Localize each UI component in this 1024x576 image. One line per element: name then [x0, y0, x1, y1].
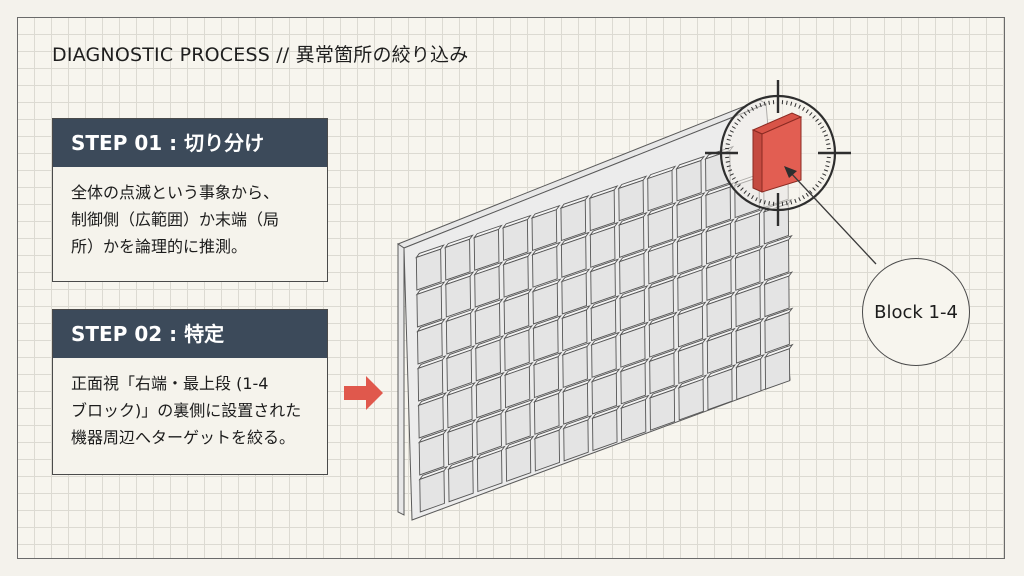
step-01-line: 全体の点滅という事象から、: [71, 183, 280, 202]
step-02-heading: STEP 02 : 特定: [53, 310, 327, 358]
step-01-line: 所）かを論理的に推測。: [71, 237, 248, 256]
page-title: DIAGNOSTIC PROCESS // 異常箇所の絞り込み: [52, 44, 469, 66]
step-01-line: 制御側（広範囲）か末端（局: [71, 210, 280, 229]
right-arrow-icon: [344, 376, 383, 410]
block-callout: Block 1-4: [862, 258, 970, 366]
step-01-heading: STEP 01 : 切り分け: [53, 119, 327, 167]
block-callout-label: Block 1-4: [874, 301, 958, 323]
step-01-description: 全体の点滅という事象から、 制御側（広範囲）か末端（局 所）かを論理的に推測。: [53, 167, 327, 260]
step-02-line: 正面視「右端・最上段 (1-4: [71, 374, 269, 393]
callout-leader-arrow: [784, 166, 877, 265]
step-02-card: STEP 02 : 特定 正面視「右端・最上段 (1-4 ブロック)」の裏側に設…: [52, 309, 328, 475]
crosshair-target-icon: [705, 80, 851, 226]
step-02-line: 機器周辺へターゲットを絞る。: [71, 428, 296, 447]
step-01-card: STEP 01 : 切り分け 全体の点滅という事象から、 制御側（広範囲）か末端…: [52, 118, 328, 282]
step-02-line: ブロック)」の裏側に設置された: [71, 401, 302, 420]
step-02-description: 正面視「右端・最上段 (1-4 ブロック)」の裏側に設置された 機器周辺へターゲ…: [53, 358, 327, 451]
module-grid: [415, 145, 794, 513]
